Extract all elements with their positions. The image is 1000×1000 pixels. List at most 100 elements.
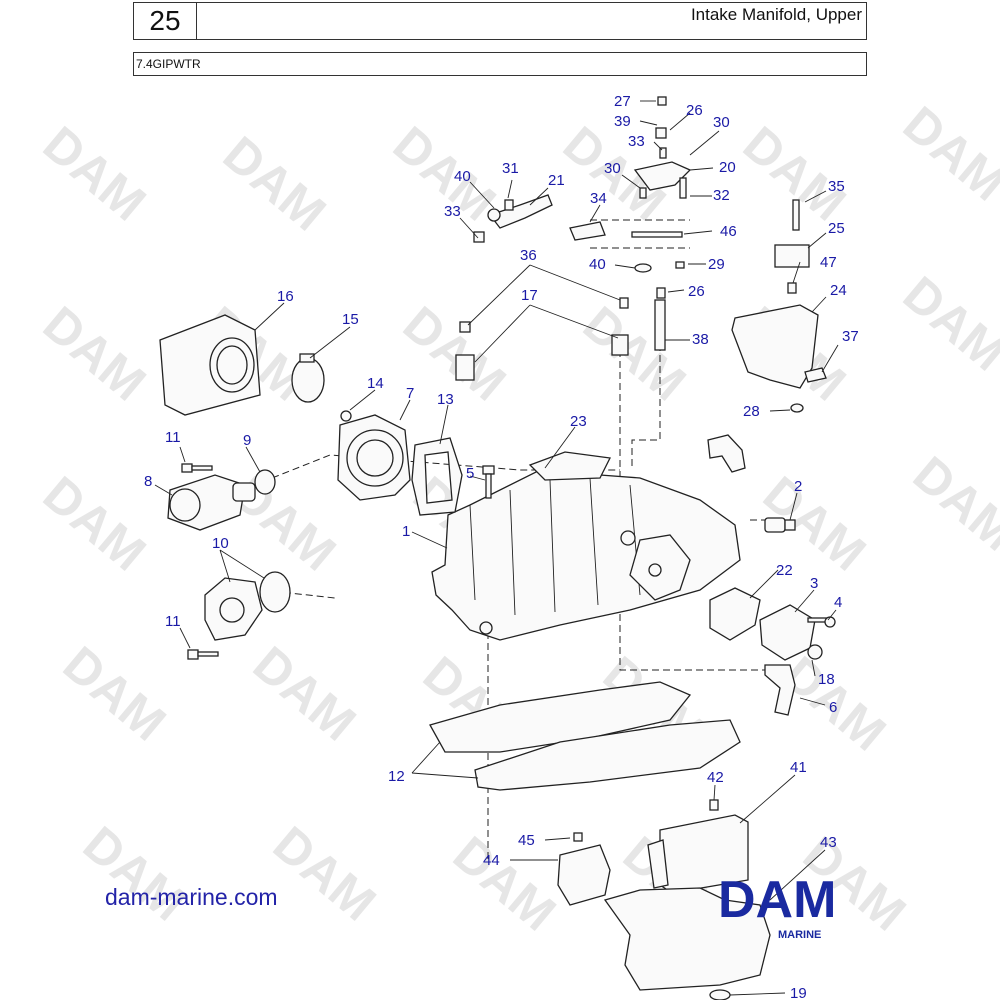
callout-21: 21 (548, 172, 565, 189)
callout-3: 3 (810, 575, 818, 592)
dam-logo: DAM (718, 871, 836, 929)
pcv-hose-6 (764, 664, 796, 716)
svg-text:DAM: DAM (243, 636, 366, 752)
callout-45: 45 (518, 832, 535, 849)
callout-26-bottom: 26 (688, 283, 705, 300)
o-ring-10 (259, 571, 291, 613)
idle-air-control-valve (167, 474, 256, 531)
page-header: 25 Intake Manifold, Upper (133, 2, 867, 40)
callout-32: 32 (713, 187, 730, 204)
callout-36: 36 (520, 247, 537, 264)
callout-35: 35 (828, 178, 845, 195)
module-bracket (603, 887, 771, 991)
throttle-linkage (455, 96, 692, 381)
callout-20: 20 (719, 159, 736, 176)
svg-text:DAM: DAM (33, 116, 156, 232)
sensor-2 (764, 517, 796, 533)
callout-42: 42 (707, 769, 724, 786)
callout-43: 43 (820, 834, 837, 851)
callout-18: 18 (818, 671, 835, 688)
screw-11-bottom (187, 649, 219, 660)
svg-text:DAM: DAM (893, 96, 1000, 212)
website-link[interactable]: dam-marine.com (105, 884, 278, 910)
page-number: 25 (134, 3, 197, 39)
callout-39: 39 (614, 113, 631, 130)
callout-37: 37 (842, 328, 859, 345)
callout-15: 15 (342, 311, 359, 328)
callout-1: 1 (402, 523, 410, 540)
svg-text:DAM: DAM (53, 636, 176, 752)
grommet-19 (709, 989, 731, 1000)
svg-text:DAM: DAM (443, 826, 566, 942)
engine-control-module (647, 799, 749, 894)
callout-11-bottom: 11 (165, 613, 181, 630)
callout-2: 2 (794, 478, 802, 495)
callout-labels: 1 2 3 4 5 6 7 8 9 10 11 11 12 13 14 15 1… (144, 93, 859, 1000)
svg-text:DAM: DAM (33, 296, 156, 412)
callout-33-left: 33 (444, 203, 461, 220)
svg-text:DAM: DAM (33, 466, 156, 582)
screw-11-top (181, 463, 213, 473)
callout-27: 27 (614, 93, 631, 110)
callout-47: 47 (820, 254, 837, 271)
callout-46: 46 (720, 223, 737, 240)
callout-40-top: 40 (454, 168, 471, 185)
callout-40-bottom: 40 (589, 256, 606, 273)
callout-44: 44 (483, 852, 500, 869)
upper-intake-manifold (431, 451, 741, 641)
svg-text:DAM: DAM (893, 266, 1000, 382)
callout-13: 13 (437, 391, 454, 408)
callout-7: 7 (406, 385, 414, 402)
callout-16: 16 (277, 288, 294, 305)
callout-6: 6 (829, 699, 837, 716)
callout-19: 19 (790, 985, 807, 1000)
bolt-5 (482, 465, 495, 499)
callout-30-right: 30 (713, 114, 730, 131)
callout-25: 25 (828, 220, 845, 237)
callout-9: 9 (243, 432, 251, 449)
ignition-module (557, 832, 611, 906)
page-title: Intake Manifold, Upper (690, 5, 862, 24)
svg-text:DAM: DAM (213, 126, 336, 242)
callout-22: 22 (776, 562, 793, 579)
callout-17: 17 (521, 287, 538, 304)
callout-10: 10 (212, 535, 229, 552)
air-inlet-housing (159, 314, 261, 416)
callout-8: 8 (144, 473, 152, 490)
elbow-fitting (707, 434, 746, 473)
callout-31: 31 (502, 160, 519, 177)
o-ring-9 (254, 469, 276, 495)
callout-4: 4 (834, 594, 842, 611)
callout-24: 24 (830, 282, 847, 299)
callout-26-top: 26 (686, 102, 703, 119)
throttle-body (337, 414, 411, 501)
callout-11-top: 11 (165, 429, 181, 446)
callout-29: 29 (708, 256, 725, 273)
svg-text:DAM: DAM (718, 871, 836, 929)
callout-34: 34 (590, 190, 607, 207)
mounting-bracket (731, 199, 827, 413)
callout-41: 41 (790, 759, 807, 776)
callout-33-top: 33 (628, 133, 645, 150)
leader-lines (154, 100, 839, 996)
svg-text:DAM: DAM (73, 816, 196, 932)
logo-subtext: MARINE (778, 929, 822, 941)
throttle-body-gasket (411, 437, 463, 516)
hose-clamp (291, 353, 325, 403)
callout-12: 12 (388, 768, 405, 785)
throttle-position-sensor (204, 577, 263, 641)
nut-14 (340, 410, 352, 422)
intake-gaskets (429, 681, 741, 791)
callout-14: 14 (367, 375, 384, 392)
gasket-22 (709, 587, 761, 641)
nut-18 (807, 644, 823, 660)
callout-5: 5 (466, 465, 474, 482)
svg-text:DAM: DAM (573, 296, 696, 412)
callout-38: 38 (692, 331, 709, 348)
svg-text:DAM: DAM (903, 446, 1000, 562)
callout-23: 23 (570, 413, 587, 430)
callout-30-left: 30 (604, 160, 621, 177)
model-code: 7.4GIPWTR (133, 52, 867, 76)
svg-text:DAM: DAM (263, 816, 386, 932)
